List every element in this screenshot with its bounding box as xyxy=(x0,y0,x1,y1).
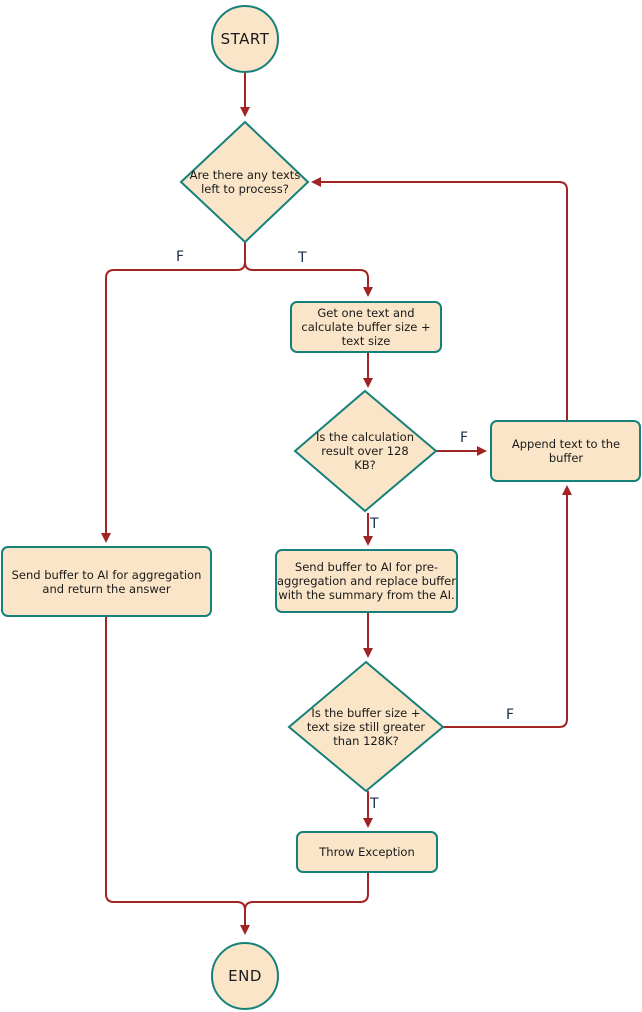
start-node xyxy=(211,5,279,73)
decision-over-limit xyxy=(293,389,438,513)
process-send-aggregate xyxy=(1,546,212,617)
edge-decision-true xyxy=(244,261,373,297)
process-get-text xyxy=(290,301,442,353)
edge-send-to-end xyxy=(105,617,246,911)
process-send-aggregate-label: Send buffer to AI for aggregation and re… xyxy=(11,567,202,596)
process-throw xyxy=(296,831,438,873)
process-throw-label: Throw Exception xyxy=(319,845,415,859)
process-pre-aggregate xyxy=(275,549,458,613)
decision-texts-left xyxy=(179,120,310,244)
end-label: END xyxy=(228,967,262,985)
edge-label-texts-left-false: F xyxy=(176,249,185,265)
edge-label-still-greater-false: F xyxy=(506,707,515,723)
process-append xyxy=(490,420,641,482)
edge-label-over-limit-true: T xyxy=(370,516,379,532)
decision-texts-left-label: Are there any texts left to process? xyxy=(189,168,301,196)
process-get-text-label: Get one text and calculate buffer size +… xyxy=(301,306,431,348)
edge-throw-to-end xyxy=(240,872,369,935)
edge-still-false xyxy=(443,485,572,728)
decision-still-greater-label: Is the buffer size + text size still gre… xyxy=(306,706,426,748)
edge-label-over-limit-false: F xyxy=(460,430,469,446)
edge-label-texts-left-true: T xyxy=(298,250,307,266)
edge-label-still-greater-true: T xyxy=(370,796,379,812)
edge-decision-false xyxy=(101,242,246,543)
start-label: START xyxy=(220,30,270,48)
process-pre-aggregate-label: Send buffer to AI for pre-aggregation an… xyxy=(277,560,456,602)
decision-still-greater xyxy=(287,660,445,793)
process-append-label: Append text to the buffer xyxy=(511,437,621,465)
end-node xyxy=(211,942,279,1010)
edge-append-loop xyxy=(311,177,568,421)
decision-over-limit-label: Is the calculation result over 128 KB? xyxy=(315,430,414,472)
